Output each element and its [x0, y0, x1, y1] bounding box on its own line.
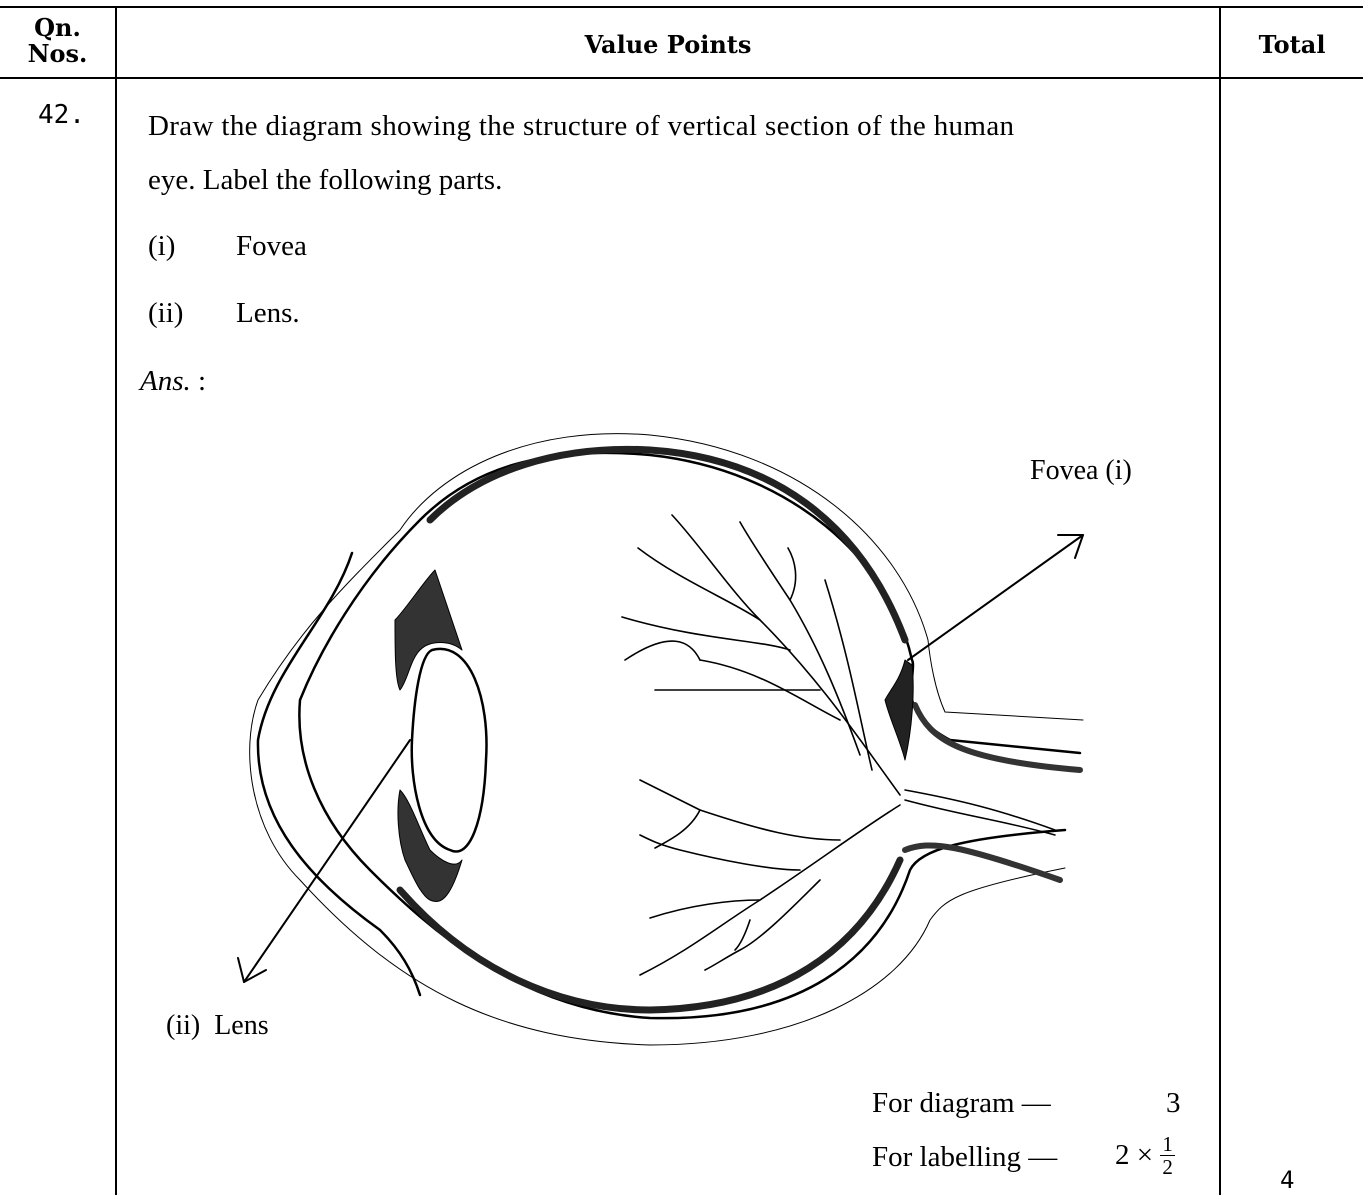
question-text-line2: eye. Label the following parts.: [148, 164, 502, 197]
fovea-pit: [885, 660, 913, 760]
fraction-numerator: 1: [1160, 1133, 1175, 1156]
lens-shape: [412, 649, 487, 852]
marks-multiplier: 2 ×: [1115, 1139, 1153, 1171]
eye-vertical-section-diagram: [230, 420, 1110, 1070]
part-marker-i: (i): [148, 230, 175, 263]
fraction-denominator: 2: [1160, 1156, 1175, 1178]
header-total: Total: [1221, 32, 1363, 58]
label-lens: (ii) Lens: [166, 1010, 269, 1042]
label-fovea: Fovea (i): [1030, 455, 1132, 487]
header-qn-line1: Qn.: [0, 15, 115, 41]
fovea-pointer-line: [908, 535, 1083, 660]
marks-diagram-label: For diagram —: [872, 1087, 1051, 1120]
header-bottom-border: [0, 77, 1363, 79]
optic-nerve-lower: [905, 845, 1060, 880]
marks-labelling-value: 2 × 1 2: [1115, 1133, 1175, 1178]
half-fraction: 1 2: [1160, 1133, 1175, 1178]
lens-pointer-line: [244, 740, 410, 982]
question-text-line1: Draw the diagram showing the structure o…: [148, 110, 1014, 143]
table-top-border: [0, 6, 1363, 8]
optic-nerve-center-2: [905, 800, 1055, 835]
part-marker-ii: (ii): [148, 297, 183, 330]
answer-label: Ans.: [140, 365, 191, 397]
marks-labelling-label: For labelling —: [872, 1141, 1057, 1174]
retina-inner-outline: [299, 453, 1080, 1018]
header-value-points: Value Points: [117, 32, 1219, 58]
column-divider-left: [115, 6, 117, 1195]
choroid-band-bottom: [400, 860, 900, 1010]
answer-heading: Ans. :: [140, 365, 206, 398]
ciliary-body-bottom: [398, 790, 462, 902]
total-marks: 4: [1280, 1166, 1294, 1194]
part-label-lens: Lens.: [236, 297, 300, 330]
optic-nerve-center: [905, 790, 1055, 830]
answer-colon: :: [198, 365, 206, 397]
marks-diagram-value: 3: [1166, 1087, 1181, 1120]
column-divider-right: [1219, 6, 1221, 1195]
part-label-fovea: Fovea: [236, 230, 307, 263]
header-qn-nos: Qn. Nos.: [0, 15, 115, 67]
question-number: 42.: [38, 100, 85, 130]
retinal-vessels-lower: [640, 780, 900, 975]
ciliary-body-top: [395, 570, 462, 690]
header-qn-line2: Nos.: [0, 41, 115, 67]
sclera-outer-outline: [250, 434, 1083, 1045]
